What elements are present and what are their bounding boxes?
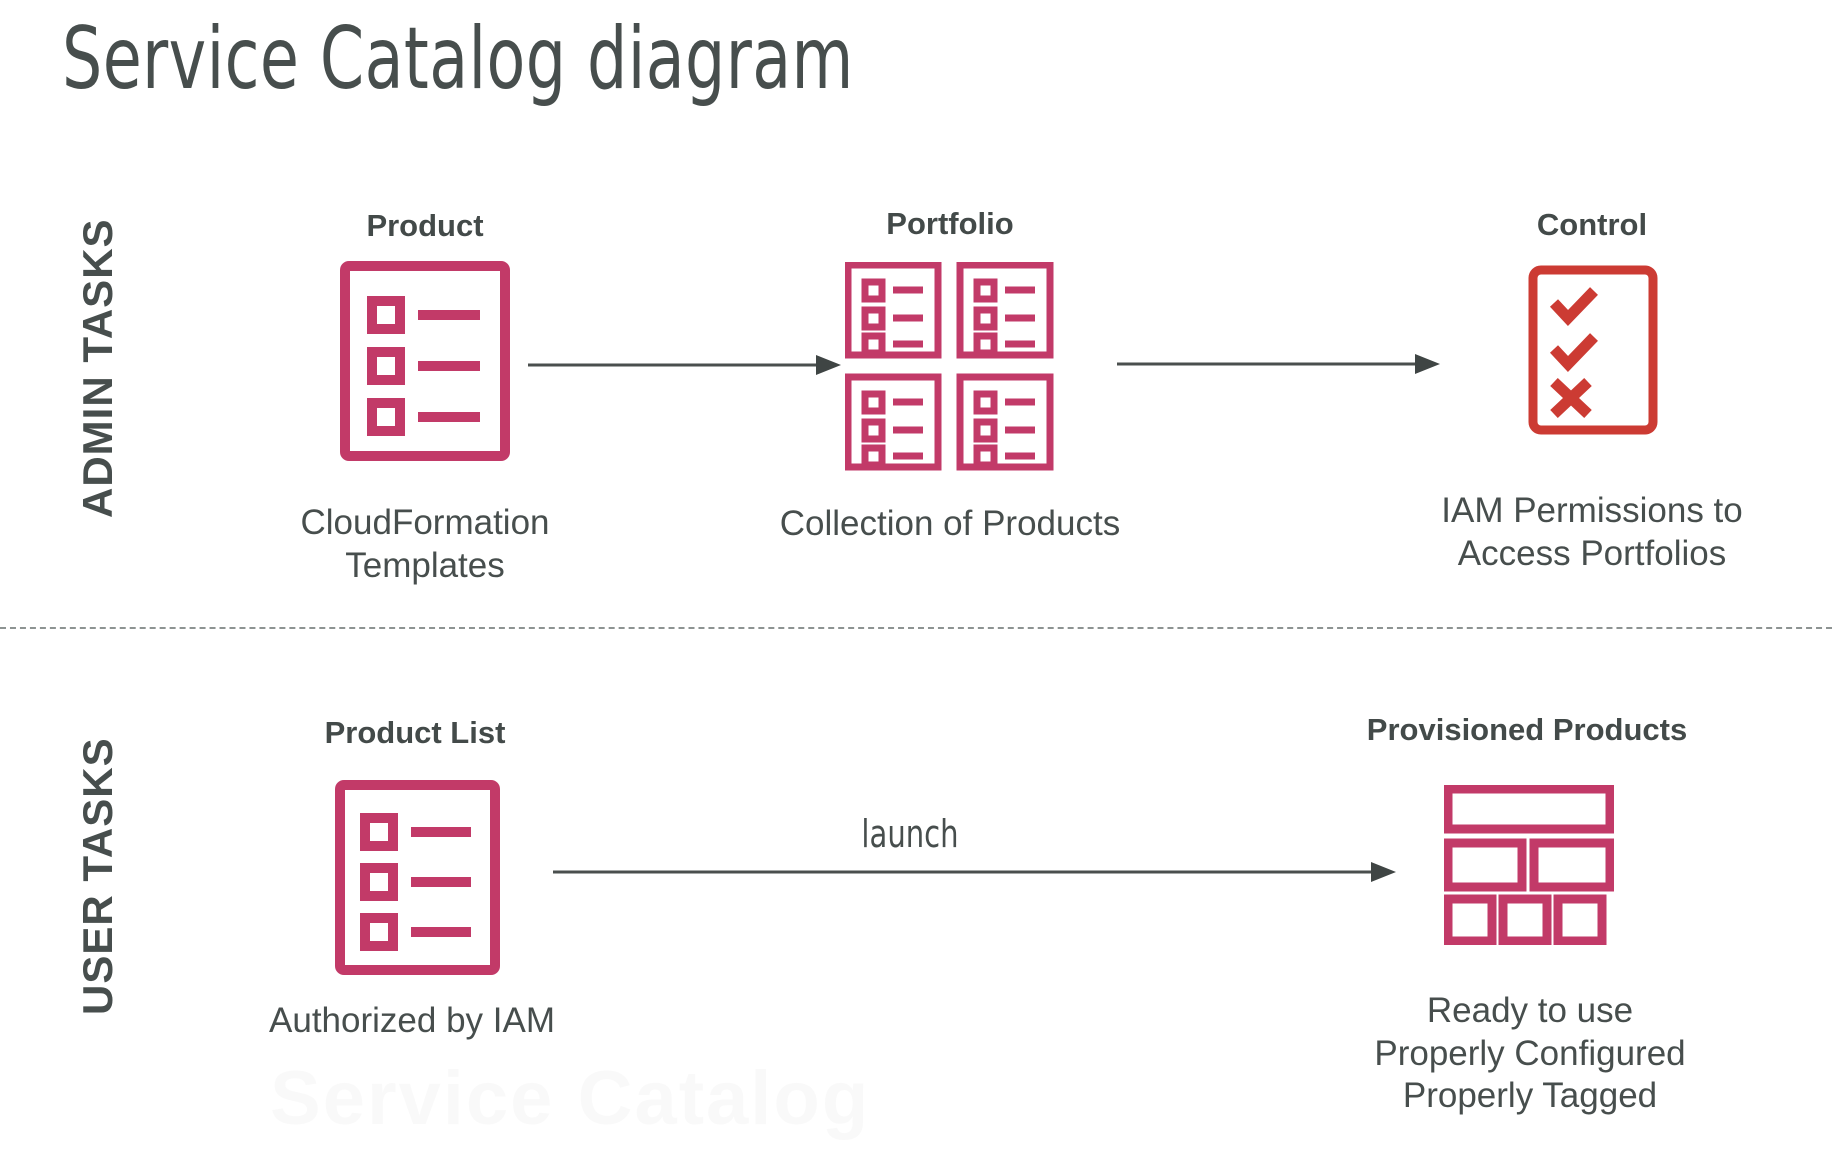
node-header-product-list: Product List <box>324 715 506 750</box>
product-list-card-icon <box>335 780 500 975</box>
node-header-product: Product <box>366 208 484 243</box>
band-divider <box>0 627 1832 629</box>
page-title: Service Catalog diagram <box>62 9 854 109</box>
portfolio-grid-icon <box>845 262 1054 471</box>
node-caption-portfolio: Collection of Products <box>779 504 1121 543</box>
watermark: Service Catalog <box>270 1055 870 1142</box>
node-header-control: Control <box>1536 207 1648 242</box>
node-caption-product: CloudFormation Templates <box>300 503 550 585</box>
node-header-portfolio: Portfolio <box>886 206 1014 241</box>
product-list-card-icon <box>340 261 510 461</box>
node-caption-provisioned-products: Ready to use Properly Configured Properl… <box>1374 991 1686 1116</box>
arrow-launch <box>553 862 1396 882</box>
node-header-provisioned-products: Provisioned Products <box>1366 712 1688 747</box>
provisioned-mosaic-icon <box>1444 785 1614 945</box>
arrow-portfolio-to-control <box>1117 354 1440 374</box>
band-label-admin-tasks: ADMIN TASKS <box>74 218 121 518</box>
arrow-label-launch: launch <box>861 812 959 856</box>
node-caption-product-list: Authorized by IAM <box>269 1001 555 1040</box>
control-checklist-icon <box>1528 265 1658 435</box>
band-label-user-tasks: USER TASKS <box>74 737 121 1015</box>
arrow-product-to-portfolio <box>528 355 841 375</box>
node-caption-control: IAM Permissions to Access Portfolios <box>1441 491 1743 573</box>
